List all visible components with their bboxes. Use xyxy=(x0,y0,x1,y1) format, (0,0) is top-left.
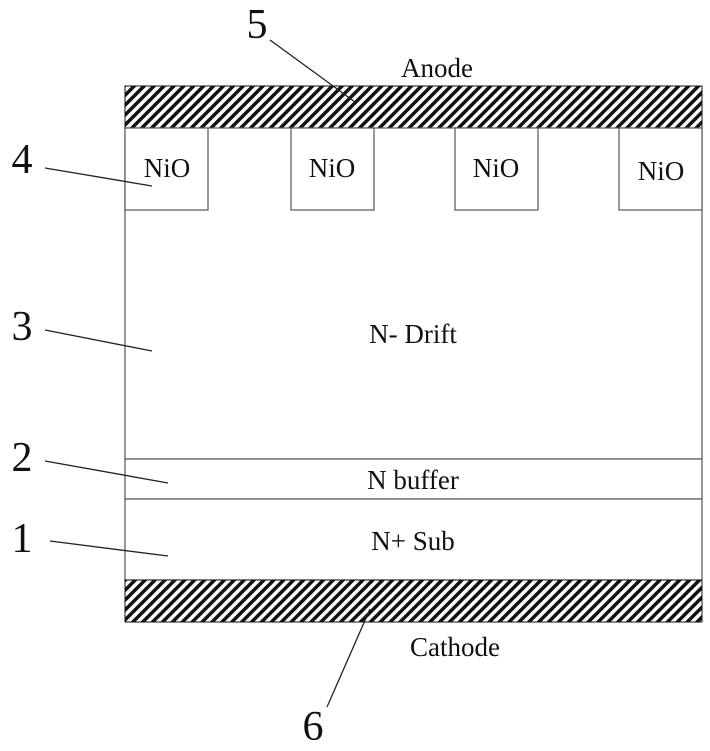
nio-label-4: NiO xyxy=(638,156,685,186)
anode-label: Anode xyxy=(401,53,473,83)
callout-6-leader xyxy=(327,609,370,707)
callout-6: 6 xyxy=(303,704,324,750)
nio-label-3: NiO xyxy=(473,153,520,183)
cathode-metal-layer xyxy=(125,580,702,622)
callout-1: 1 xyxy=(12,516,33,562)
nio-label-2: NiO xyxy=(309,153,356,183)
nio-label-1: NiO xyxy=(144,153,191,183)
anode-metal-layer xyxy=(125,86,702,128)
drift-layer xyxy=(125,128,702,459)
callout-2: 2 xyxy=(12,435,33,481)
callout-4: 4 xyxy=(12,137,33,183)
substrate-label: N+ Sub xyxy=(371,526,455,556)
cathode-label: Cathode xyxy=(410,632,500,662)
drift-label: N- Drift xyxy=(369,319,457,349)
callout-3: 3 xyxy=(12,304,33,350)
callout-5: 5 xyxy=(247,2,268,48)
buffer-label: N buffer xyxy=(367,465,459,495)
